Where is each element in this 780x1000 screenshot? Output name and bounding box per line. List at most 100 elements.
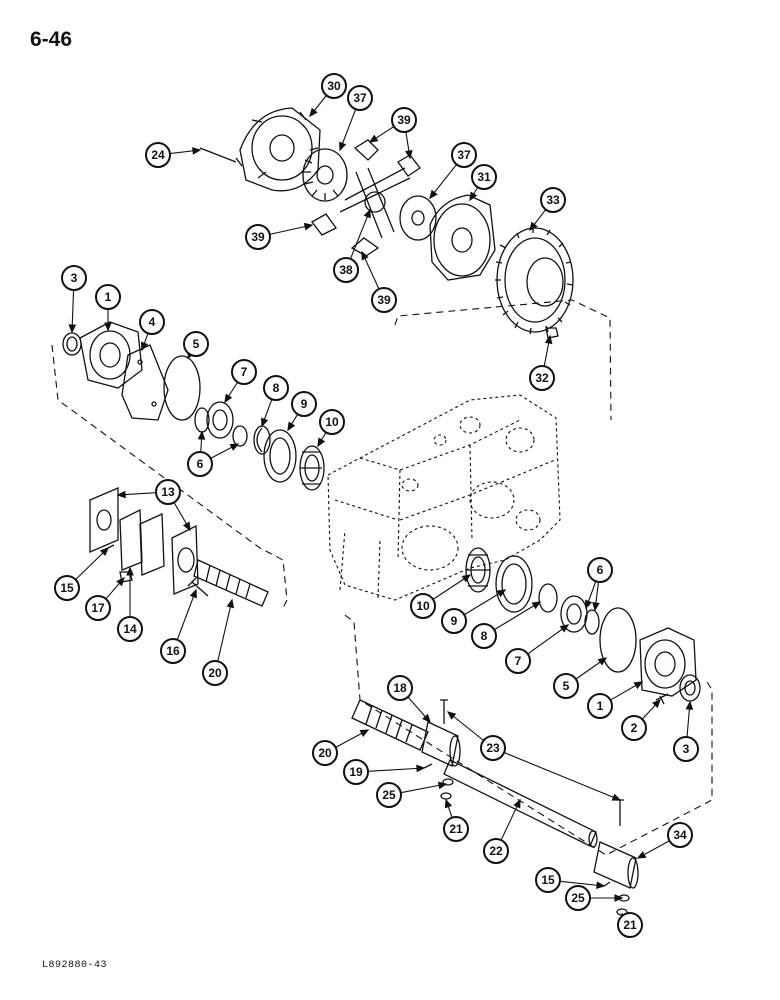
callout-5: 5 bbox=[183, 331, 209, 357]
pinion-gear-39-top bbox=[353, 139, 379, 161]
callout-19: 19 bbox=[343, 759, 369, 785]
callout-number: 21 bbox=[623, 918, 637, 932]
callout-circle bbox=[155, 479, 181, 505]
callout-5: 5 bbox=[553, 673, 579, 699]
leader-arrowhead-17 bbox=[116, 576, 125, 587]
bolt-2 bbox=[655, 693, 669, 705]
callout-39: 39 bbox=[371, 287, 397, 313]
callout-7: 7 bbox=[231, 359, 257, 385]
callout-number: 31 bbox=[477, 170, 491, 184]
callout-circle bbox=[319, 409, 345, 435]
callout-9: 9 bbox=[291, 391, 317, 417]
transmission-housing bbox=[327, 394, 561, 601]
leader-arrowhead-30 bbox=[309, 107, 318, 118]
callout-number: 3 bbox=[683, 742, 690, 756]
callout-circle bbox=[321, 73, 347, 99]
pin-19 bbox=[423, 763, 433, 769]
callout-15: 15 bbox=[54, 575, 80, 601]
callout-1: 1 bbox=[587, 693, 613, 719]
callout-circle bbox=[333, 257, 359, 283]
shim-6-right bbox=[584, 609, 600, 635]
callout-circle bbox=[61, 265, 87, 291]
leader-arrowhead-25 bbox=[614, 894, 624, 902]
differential-case-half-30 bbox=[239, 107, 321, 192]
callout-39: 39 bbox=[391, 107, 417, 133]
leader-arrowhead-34 bbox=[636, 851, 647, 859]
leader-arrowhead-23 bbox=[446, 711, 457, 720]
leader-arrowhead-1 bbox=[633, 681, 644, 690]
leader-arrowhead-37 bbox=[429, 189, 438, 200]
callout-37: 37 bbox=[451, 142, 477, 168]
pinion-cross-38 bbox=[339, 167, 411, 239]
plate-14-a bbox=[119, 508, 143, 571]
callout-number: 10 bbox=[325, 415, 339, 429]
leader-line-8 bbox=[493, 601, 541, 631]
axle-tube-21 bbox=[443, 759, 598, 848]
callout-circle bbox=[160, 638, 186, 664]
callout-number: 9 bbox=[301, 397, 308, 411]
leader-arrowhead-33 bbox=[529, 221, 538, 232]
callout-circle bbox=[231, 359, 257, 385]
callout-number: 6 bbox=[197, 457, 204, 471]
leader-arrowhead-8 bbox=[261, 417, 269, 428]
plate-13-front bbox=[171, 524, 199, 595]
callout-circle bbox=[480, 735, 506, 761]
callout-13: 13 bbox=[155, 479, 181, 505]
leader-lines bbox=[68, 95, 694, 923]
callout-circle bbox=[505, 648, 531, 674]
callout-number: 37 bbox=[457, 148, 471, 162]
leader-arrowhead-2 bbox=[652, 698, 661, 709]
callout-number: 19 bbox=[349, 765, 363, 779]
leader-arrowhead-7 bbox=[559, 624, 570, 633]
leader-line-20 bbox=[217, 599, 233, 662]
callout-number: 20 bbox=[318, 746, 332, 760]
callout-circle bbox=[183, 331, 209, 357]
callout-number: 23 bbox=[486, 741, 500, 755]
shaft-20-right bbox=[351, 699, 429, 751]
callout-4: 4 bbox=[139, 309, 165, 335]
seal-3-left bbox=[62, 332, 82, 356]
leader-arrowhead-20 bbox=[226, 598, 235, 609]
callout-number: 16 bbox=[166, 644, 180, 658]
leader-arrowhead-37 bbox=[339, 141, 347, 152]
callout-22: 22 bbox=[483, 838, 509, 864]
callout-circle bbox=[529, 365, 555, 391]
callout-32: 32 bbox=[529, 365, 555, 391]
callout-25: 25 bbox=[565, 885, 591, 911]
callout-6: 6 bbox=[587, 557, 613, 583]
leader-line-23 bbox=[447, 711, 484, 741]
callout-20: 20 bbox=[202, 660, 228, 686]
leader-arrowhead-8 bbox=[531, 601, 542, 610]
leader-arrowhead-10 bbox=[317, 437, 326, 448]
leader-arrowhead-15 bbox=[99, 547, 109, 557]
callout-circle bbox=[312, 740, 338, 766]
shim-6-left bbox=[194, 407, 248, 447]
nut-17 bbox=[119, 571, 133, 583]
callout-9: 9 bbox=[441, 608, 467, 634]
leader-line-7 bbox=[527, 624, 569, 655]
callout-circle bbox=[187, 451, 213, 477]
callout-circle bbox=[553, 673, 579, 699]
tapered-bearing-10-right bbox=[465, 547, 491, 593]
leader-arrowhead-22 bbox=[513, 798, 521, 809]
pinion-gear-39-right bbox=[397, 154, 421, 177]
snap-ring-8-right bbox=[538, 583, 558, 613]
bearing-cup-7-left bbox=[206, 401, 234, 439]
callout-6: 6 bbox=[187, 451, 213, 477]
callout-circle bbox=[471, 164, 497, 190]
callout-number: 39 bbox=[251, 230, 265, 244]
leader-arrowhead-24 bbox=[192, 147, 202, 155]
callout-10: 10 bbox=[410, 593, 436, 619]
callout-14: 14 bbox=[117, 616, 143, 642]
leader-arrowhead-9 bbox=[287, 421, 296, 432]
callout-number: 1 bbox=[105, 290, 112, 304]
callout-circle bbox=[443, 816, 469, 842]
callout-17: 17 bbox=[85, 595, 111, 621]
callout-34: 34 bbox=[667, 822, 693, 848]
callout-39: 39 bbox=[245, 224, 271, 250]
callout-21: 21 bbox=[443, 816, 469, 842]
callout-circle bbox=[263, 375, 289, 401]
callout-10: 10 bbox=[319, 409, 345, 435]
